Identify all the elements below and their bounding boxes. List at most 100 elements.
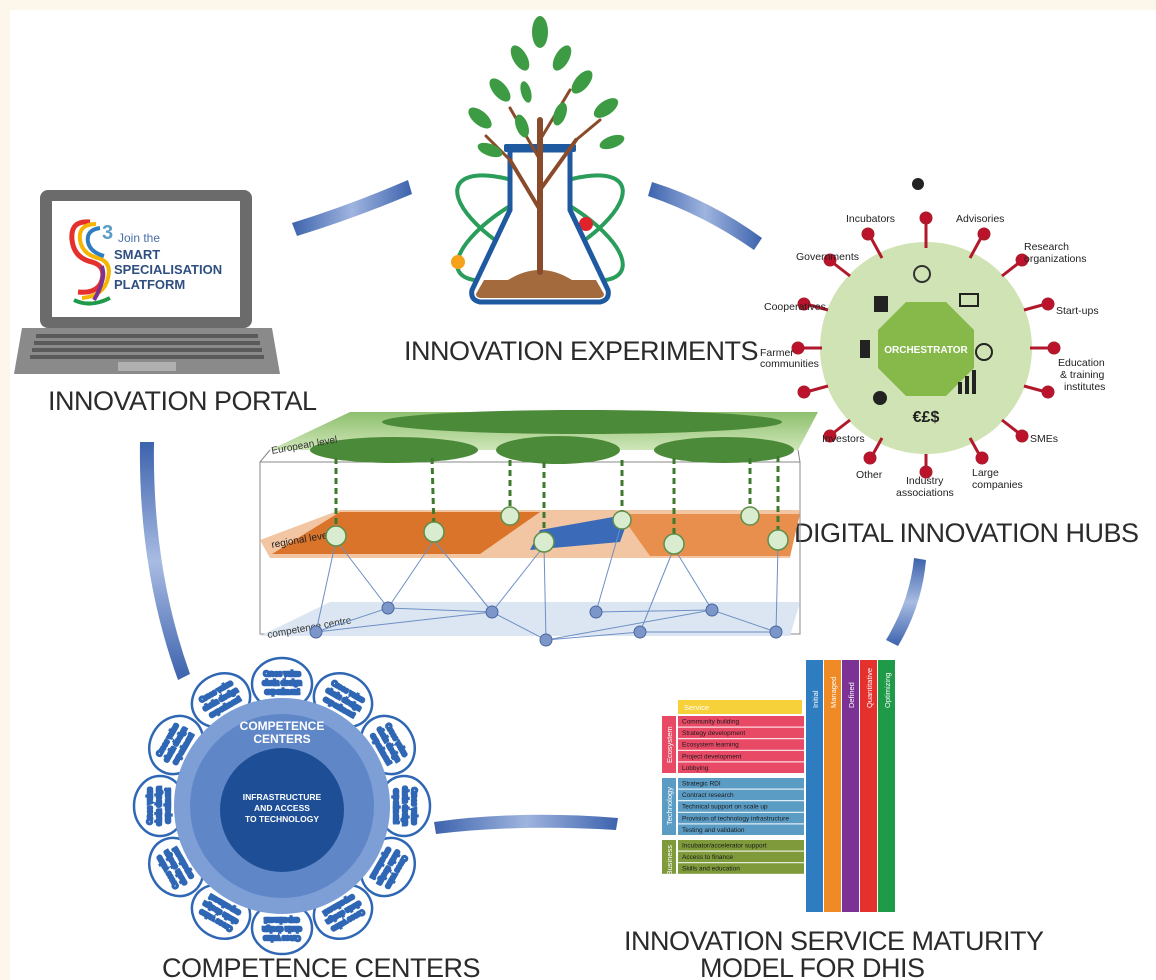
orchestrator-octagon <box>878 302 974 396</box>
network-icon <box>913 265 931 283</box>
europe-ellipse-middle <box>496 436 620 464</box>
eu-regional-links <box>334 456 780 540</box>
hub-spokes <box>791 211 1061 479</box>
innovation-portal-title: INNOVATION PORTAL <box>48 386 317 416</box>
maturity-row-label: Project development <box>682 753 741 760</box>
maturity-row <box>678 824 804 835</box>
hub-label-investors: Investors <box>822 433 865 445</box>
maturity-level-label: Initial <box>811 690 820 708</box>
maturity-row-label: Provision of technology infrastructure <box>682 815 789 822</box>
maturity-row-label: Testing and validation <box>682 827 745 834</box>
laptop-trackpad <box>118 362 176 371</box>
maturity-row <box>678 812 804 824</box>
hub-label-other: Other <box>856 469 883 481</box>
hub-label-incubators: Incubators <box>846 213 895 225</box>
farmer-icon <box>860 340 870 358</box>
maturity-row-label: Ecosystem learning <box>682 742 739 749</box>
petal-text: Cross value <box>263 934 300 941</box>
hub-label-smes: SMEs <box>1030 433 1058 445</box>
petal-text: chain design <box>156 786 163 825</box>
maturity-row-label: Access to finance <box>682 854 733 861</box>
competence-outer-label: COMPETENCE <box>240 719 325 733</box>
petal-text: experiment <box>265 689 300 696</box>
hub-label-governments: Governments <box>796 251 859 263</box>
maturity-group-label: Technology <box>665 787 674 825</box>
maturity-row <box>678 778 804 789</box>
competence-outer-label-2: CENTERS <box>253 732 310 746</box>
hub-label-industry-1: Industry <box>906 475 944 487</box>
maturity-row-label: Contract research <box>682 792 734 799</box>
europe-ellipse-right <box>654 437 794 463</box>
hub-label-education-3: institutes <box>1064 381 1105 393</box>
regional-nodes <box>325 506 789 555</box>
maturity-level-label: Defined <box>847 682 856 708</box>
levels-box: European level regional level competence… <box>259 410 818 647</box>
hub-label-education-1: Education <box>1058 357 1105 369</box>
hub-label-research-1: Research <box>1024 241 1069 253</box>
regional-competence-links <box>315 521 779 641</box>
maturity-row <box>678 840 804 851</box>
regional-dark-area-2 <box>530 514 630 550</box>
competence-inner-line1: INFRASTRUCTURE <box>243 792 322 802</box>
petal-text: chain design <box>262 680 301 687</box>
petal-text: Cross value <box>410 788 417 825</box>
maturity-row <box>678 801 804 812</box>
search-cart-icon <box>975 343 993 361</box>
maturity-row-label: Strategic RDI <box>682 781 721 788</box>
service-header-bar <box>678 700 802 714</box>
arrow-maturity-to-hubs <box>886 558 926 646</box>
maturity-level-column <box>842 660 859 912</box>
maturity-level-column <box>878 660 895 912</box>
chart-icon <box>958 382 962 394</box>
maturity-row-label: Strategy development <box>682 730 745 737</box>
portal-screen-line2: SMART <box>114 247 160 262</box>
competence-nodes <box>309 601 783 647</box>
petal-text: experiment <box>165 789 172 824</box>
hub-label-startups: Start-ups <box>1056 305 1099 317</box>
europe-ellipse-top <box>382 410 782 434</box>
s3-logo: 3 <box>69 219 113 306</box>
ecosystem-diagram: 3 Join the SMART SPECIALISATION PLATFORM… <box>14 16 1139 980</box>
maturity-row-label: Skills and education <box>682 866 740 873</box>
maturity-row <box>678 762 804 773</box>
innovation-portal: 3 Join the SMART SPECIALISATION PLATFORM… <box>14 190 318 416</box>
presenter-icon <box>959 293 979 307</box>
service-header-label: Service <box>684 703 709 712</box>
innovation-experiments-title: INNOVATION EXPERIMENTS <box>404 336 758 366</box>
flask-soil <box>476 280 604 298</box>
maturity-group-band <box>662 716 676 773</box>
handshake-icon <box>874 296 888 312</box>
top-brain-icon <box>912 178 924 190</box>
maturity-level-label: Quantitative <box>865 668 874 708</box>
maturity-level-column <box>860 660 877 912</box>
maturity-level-label: Managed <box>829 677 838 708</box>
maturity-group-band <box>662 840 676 874</box>
maturity-title-line1: INNOVATION SERVICE MATURITY <box>624 926 1044 956</box>
maturity-level-column <box>806 660 823 912</box>
digital-innovation-hubs: ORCHESTRATOR <box>760 178 1139 548</box>
competence-inner-line2: AND ACCESS <box>254 803 310 813</box>
maturity-group-label: Business <box>665 845 674 876</box>
maturity-row-label: Community building <box>682 719 739 726</box>
maturity-group-band <box>662 778 676 835</box>
s3-logo-digit: 3 <box>102 222 113 244</box>
petal-text: chain design <box>262 925 301 932</box>
brain-tools-icon <box>873 391 887 405</box>
maturity-row <box>678 851 804 863</box>
competence-inner-circle <box>220 748 344 872</box>
hub-label-research-2: organizations <box>1024 253 1086 265</box>
portal-screen-line3: SPECIALISATION <box>114 262 222 277</box>
arrow-experiments-to-hubs <box>648 182 762 250</box>
diagram-canvas: 3 Join the SMART SPECIALISATION PLATFORM… <box>10 10 1156 980</box>
tree-icon <box>484 88 602 275</box>
maturity-row-label: Technical support on scale up <box>682 804 768 811</box>
tree-leaves <box>468 16 625 158</box>
maturity-row <box>678 789 804 801</box>
